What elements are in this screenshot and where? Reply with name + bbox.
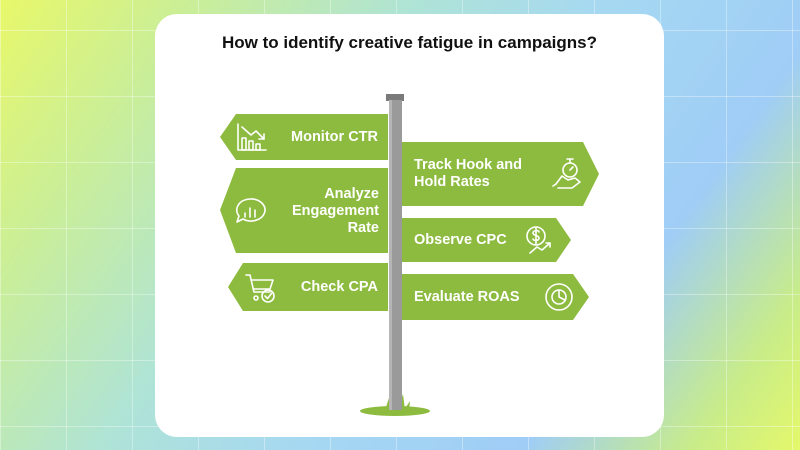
sign-analyze-engagement bbox=[220, 168, 388, 253]
sign-label-check-cpa: Check CPA bbox=[300, 278, 378, 295]
cart-check-icon bbox=[245, 274, 275, 303]
sign-label-observe-cpc: Observe CPC bbox=[414, 231, 507, 248]
sign-evaluate-roas bbox=[402, 274, 589, 320]
sign-label-track-hook: Track Hook and Hold Rates bbox=[414, 157, 522, 190]
hand-stopwatch-icon bbox=[552, 158, 581, 189]
post-cap bbox=[386, 94, 404, 101]
pie-chart-icon bbox=[545, 283, 573, 311]
sign-label-analyze-engagement: Analyze Engagement Rate bbox=[291, 185, 379, 236]
sign-track-hook bbox=[402, 142, 599, 206]
bar-chart-down-icon bbox=[237, 123, 267, 151]
dollar-trend-icon bbox=[526, 226, 551, 254]
sign-monitor-ctr bbox=[220, 114, 388, 160]
sign-post bbox=[389, 100, 402, 410]
sign-label-monitor-ctr: Monitor CTR bbox=[291, 128, 378, 145]
chat-chart-icon bbox=[235, 198, 266, 223]
page-title: How to identify creative fatigue in camp… bbox=[221, 33, 597, 52]
sign-label-evaluate-roas: Evaluate ROAS bbox=[414, 288, 520, 305]
sign-observe-cpc bbox=[402, 218, 571, 262]
